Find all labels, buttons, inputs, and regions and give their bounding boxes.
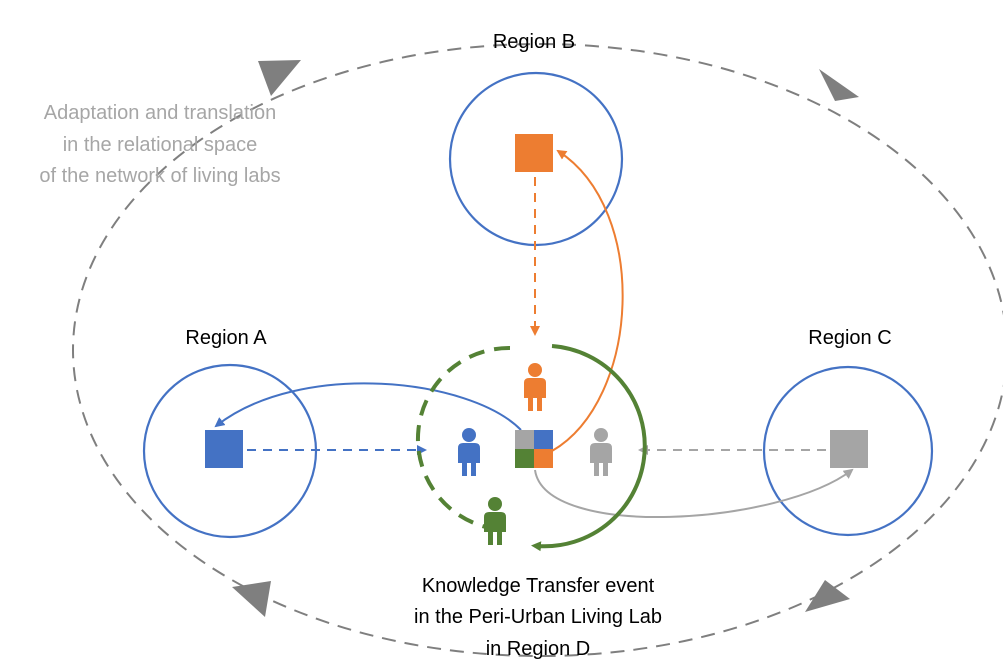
combined-knowledge-square-icon: [515, 430, 553, 468]
network-caption-line-1: Adaptation and translation: [44, 102, 276, 124]
event-caption-line-2: in the Peri-Urban Living Lab: [414, 606, 662, 628]
region-a-knowledge-square-icon: [205, 430, 243, 468]
participant-blue-person-icon: [458, 428, 480, 476]
network-loop: [72, 43, 1003, 657]
return-curve-d-to-c: [534, 468, 854, 518]
region-c-circle: [762, 365, 934, 537]
return-curve-d-to-a: [214, 382, 522, 431]
region-a-label: Region A: [185, 327, 267, 349]
network-caption-line-2: in the relational space: [63, 134, 258, 156]
living-lab-ring-solid: [531, 344, 647, 552]
region-c-knowledge-square-icon: [830, 430, 868, 468]
region-c-label: Region C: [808, 327, 891, 349]
participant-orange-person-icon: [524, 363, 546, 411]
loop-arrow-top-left-icon: [258, 60, 301, 96]
loop-arrow-bottom-left-icon: [232, 581, 271, 617]
participant-grey-person-icon: [590, 428, 612, 476]
return-curve-d-to-b: [551, 149, 624, 452]
event-caption: Knowledge Transfer event in the Peri-Urb…: [414, 575, 662, 660]
network-caption-line-3: of the network of living labs: [39, 165, 280, 187]
network-caption: Adaptation and translation in the relati…: [39, 102, 280, 187]
loop-arrow-top-right-icon: [819, 69, 859, 101]
event-caption-line-1: Knowledge Transfer event: [422, 575, 655, 597]
loop-arrow-bottom-right-icon: [805, 580, 850, 612]
participant-green-person-icon: [484, 497, 506, 545]
region-b-knowledge-square-icon: [515, 134, 553, 172]
region-b-label: Region B: [493, 31, 575, 53]
living-lab-ring-dashed: [415, 345, 511, 530]
event-caption-line-3: in Region D: [486, 638, 591, 660]
